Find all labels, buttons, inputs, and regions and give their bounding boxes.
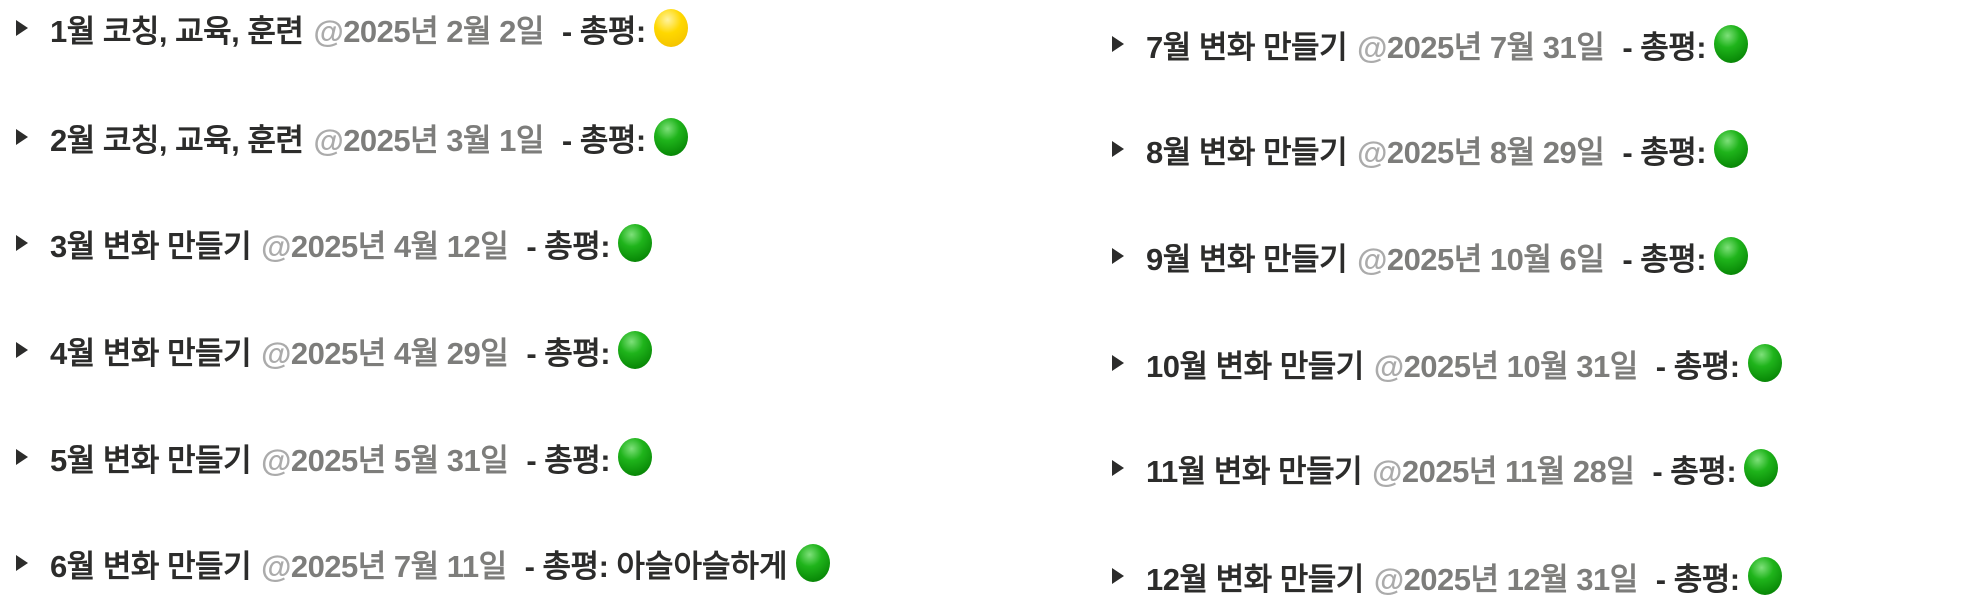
review-note: 아슬아슬하게 bbox=[616, 548, 788, 584]
yellow-circle-icon bbox=[653, 9, 688, 47]
date-mention[interactable]: @2025년 4월 12일 bbox=[261, 221, 509, 266]
review-label: - 총평: bbox=[561, 122, 646, 158]
date-text: 2025년 7월 11일 bbox=[290, 548, 507, 584]
toggle-triangle-icon[interactable] bbox=[16, 235, 28, 251]
review-label: - 총평: bbox=[524, 548, 609, 584]
date-text: 2025년 8월 29일 bbox=[1386, 134, 1605, 170]
date-mention[interactable]: @2025년 10월 31일 bbox=[1374, 341, 1638, 386]
at-symbol: @ bbox=[261, 335, 291, 371]
date-text: 2025년 3월 1일 bbox=[343, 122, 544, 158]
toggle-item[interactable]: 4월 변화 만들기@2025년 4월 29일 - 총평: bbox=[12, 328, 653, 373]
review-label: - 총평: bbox=[526, 442, 611, 478]
toggle-triangle-icon[interactable] bbox=[16, 20, 28, 36]
toggle-triangle-icon[interactable] bbox=[1112, 355, 1124, 371]
review-label: - 총평: bbox=[1622, 29, 1707, 65]
date-mention[interactable]: @2025년 10월 6일 bbox=[1357, 234, 1605, 279]
date-text: 2025년 4월 29일 bbox=[290, 335, 509, 371]
date-mention[interactable]: @2025년 3월 1일 bbox=[313, 115, 544, 160]
review-label: - 총평: bbox=[1622, 241, 1707, 277]
date-text: 2025년 5월 31일 bbox=[290, 442, 509, 478]
toggle-item[interactable]: 2월 코칭, 교육, 훈련@2025년 3월 1일 - 총평: bbox=[12, 115, 688, 159]
toggle-triangle-icon[interactable] bbox=[16, 342, 28, 358]
green-circle-icon bbox=[618, 438, 653, 476]
item-title: 10월 변화 만들기 bbox=[1146, 348, 1364, 384]
review-label: - 총평: bbox=[526, 335, 611, 371]
item-title: 7월 변화 만들기 bbox=[1146, 29, 1348, 65]
item-title: 12월 변화 만들기 bbox=[1146, 561, 1364, 597]
green-circle-icon bbox=[1714, 130, 1749, 168]
review-label: - 총평: bbox=[1622, 134, 1707, 170]
toggle-triangle-icon[interactable] bbox=[1112, 248, 1124, 264]
at-symbol: @ bbox=[261, 228, 291, 264]
toggle-triangle-icon[interactable] bbox=[16, 129, 28, 145]
date-mention[interactable]: @2025년 8월 29일 bbox=[1357, 127, 1605, 172]
toggle-item[interactable]: 10월 변화 만들기@2025년 10월 31일- 총평: bbox=[1108, 341, 1782, 385]
item-title: 2월 코칭, 교육, 훈련 bbox=[50, 122, 304, 158]
date-mention[interactable]: @2025년 7월 11일 bbox=[261, 541, 507, 586]
at-symbol: @ bbox=[261, 442, 291, 478]
review-label: - 총평: bbox=[1655, 561, 1740, 597]
green-circle-icon bbox=[618, 224, 653, 262]
at-symbol: @ bbox=[1357, 241, 1387, 277]
review-label: - 총평: bbox=[1652, 453, 1737, 489]
toggle-triangle-icon[interactable] bbox=[1112, 36, 1124, 52]
toggle-item[interactable]: 8월 변화 만들기@2025년 8월 29일 - 총평: bbox=[1108, 127, 1749, 172]
at-symbol: @ bbox=[1357, 134, 1387, 170]
item-title: 5월 변화 만들기 bbox=[50, 442, 252, 478]
toggle-triangle-icon[interactable] bbox=[16, 449, 28, 465]
at-symbol: @ bbox=[313, 13, 344, 49]
green-circle-icon bbox=[1744, 449, 1779, 487]
item-title: 4월 변화 만들기 bbox=[50, 335, 252, 371]
date-mention[interactable]: @2025년 2월 2일 bbox=[313, 6, 544, 51]
green-circle-icon bbox=[1747, 344, 1782, 382]
review-label: - 총평: bbox=[1655, 348, 1740, 384]
item-title: 3월 변화 만들기 bbox=[50, 228, 252, 264]
toggle-item[interactable]: 11월 변화 만들기@2025년 11월 28일 - 총평: bbox=[1108, 446, 1779, 491]
toggle-item[interactable]: 9월 변화 만들기@2025년 10월 6일 - 총평: bbox=[1108, 234, 1749, 279]
green-circle-icon bbox=[1714, 25, 1749, 63]
toggle-item[interactable]: 1월 코칭, 교육, 훈련@2025년 2월 2일 - 총평: bbox=[12, 6, 688, 50]
date-mention[interactable]: @2025년 7월 31일 bbox=[1357, 22, 1605, 67]
toggle-item[interactable]: 12월 변화 만들기@2025년 12월 31일- 총평: bbox=[1108, 554, 1782, 598]
date-text: 2025년 10월 31일 bbox=[1403, 348, 1639, 384]
item-title: 1월 코칭, 교육, 훈련 bbox=[50, 13, 304, 49]
review-label: - 총평: bbox=[526, 228, 611, 264]
item-title: 9월 변화 만들기 bbox=[1146, 241, 1348, 277]
at-symbol: @ bbox=[1357, 29, 1387, 65]
date-text: 2025년 2월 2일 bbox=[343, 13, 544, 49]
toggle-item[interactable]: 3월 변화 만들기@2025년 4월 12일 - 총평: bbox=[12, 221, 653, 266]
date-mention[interactable]: @2025년 12월 31일 bbox=[1374, 554, 1638, 599]
green-circle-icon bbox=[1747, 557, 1782, 595]
at-symbol: @ bbox=[261, 548, 291, 584]
toggle-triangle-icon[interactable] bbox=[16, 555, 28, 571]
date-text: 2025년 4월 12일 bbox=[290, 228, 509, 264]
item-title: 6월 변화 만들기 bbox=[50, 548, 252, 584]
at-symbol: @ bbox=[313, 122, 344, 158]
toggle-triangle-icon[interactable] bbox=[1112, 460, 1124, 476]
at-symbol: @ bbox=[1373, 561, 1404, 597]
toggle-item[interactable]: 7월 변화 만들기@2025년 7월 31일 - 총평: bbox=[1108, 22, 1749, 67]
toggle-triangle-icon[interactable] bbox=[1112, 141, 1124, 157]
date-text: 2025년 10월 6일 bbox=[1386, 241, 1605, 277]
item-title: 8월 변화 만들기 bbox=[1146, 134, 1348, 170]
toggle-item[interactable]: 6월 변화 만들기@2025년 7월 11일 - 총평:아슬아슬하게 bbox=[12, 541, 830, 585]
toggle-item[interactable]: 5월 변화 만들기@2025년 5월 31일 - 총평: bbox=[12, 435, 653, 480]
date-mention[interactable]: @2025년 11월 28일 bbox=[1372, 446, 1635, 491]
item-title: 11월 변화 만들기 bbox=[1146, 453, 1363, 489]
green-circle-icon bbox=[1714, 237, 1749, 275]
at-symbol: @ bbox=[1373, 348, 1404, 384]
date-text: 2025년 11월 28일 bbox=[1401, 453, 1635, 489]
green-circle-icon bbox=[653, 118, 688, 156]
at-symbol: @ bbox=[1372, 453, 1402, 489]
date-mention[interactable]: @2025년 5월 31일 bbox=[261, 435, 509, 480]
green-circle-icon bbox=[795, 544, 830, 582]
date-mention[interactable]: @2025년 4월 29일 bbox=[261, 328, 509, 373]
review-label: - 총평: bbox=[561, 13, 646, 49]
green-circle-icon bbox=[618, 331, 653, 369]
toggle-triangle-icon[interactable] bbox=[1112, 568, 1124, 584]
date-text: 2025년 12월 31일 bbox=[1403, 561, 1639, 597]
date-text: 2025년 7월 31일 bbox=[1386, 29, 1605, 65]
